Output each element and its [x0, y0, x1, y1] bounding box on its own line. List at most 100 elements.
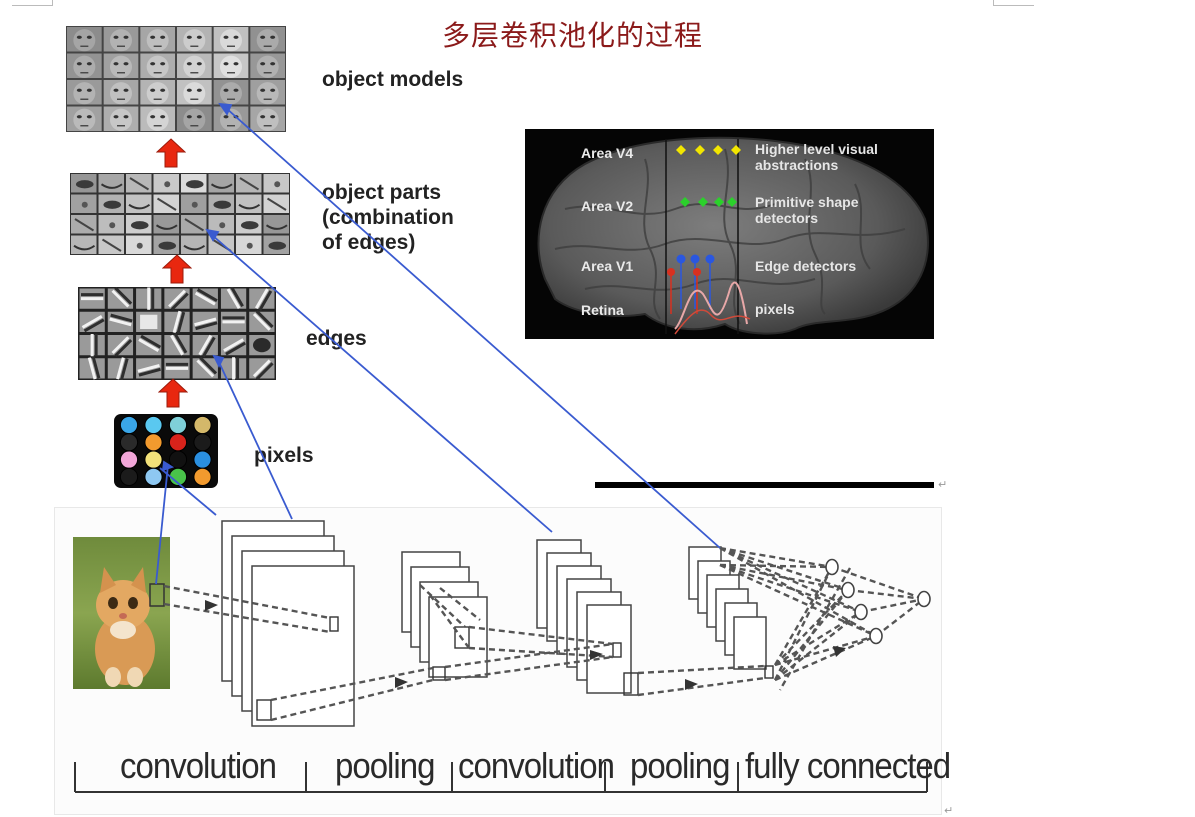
edge-bar-light [194, 317, 217, 327]
edge-bar-dark [91, 356, 101, 379]
face-eye [123, 88, 129, 92]
part-edge [239, 177, 260, 191]
dashed-connector [637, 664, 766, 675]
edge-bar-dark [110, 313, 133, 323]
face-eye [150, 115, 156, 119]
pixels-grid [114, 414, 218, 488]
dashed-connector [419, 584, 466, 628]
receptive-field-on-cat [149, 583, 165, 607]
part-eye [103, 200, 122, 209]
part-dot [136, 242, 143, 249]
brain-area-v1: Area V1 [581, 258, 634, 274]
face-oval [73, 55, 96, 78]
layer-label-object-models: object models [322, 68, 464, 91]
part-edge [266, 197, 287, 211]
face-eye [86, 88, 92, 92]
edge-bar-light [172, 310, 182, 334]
part-curve [155, 224, 178, 230]
face-oval [73, 108, 96, 131]
v4-node-icon [713, 145, 723, 155]
face-eye [270, 62, 276, 66]
v4-node-icon [676, 145, 686, 155]
part-dot [81, 201, 88, 208]
page-corner-top-left [12, 0, 53, 6]
cat-photo [73, 537, 170, 689]
face-oval [256, 82, 279, 105]
object-parts-image [70, 173, 290, 255]
edge-bar-dark [83, 318, 105, 333]
layer-connector [225, 107, 721, 549]
dashed-connector [163, 602, 331, 634]
dashed-connector [270, 678, 434, 722]
part-eye [75, 180, 94, 189]
part-tile [126, 194, 152, 213]
stage-label-convolution-1: convolution [120, 745, 277, 786]
face-eye [223, 115, 229, 119]
brain-desc-v4-line2: abstractions [755, 157, 839, 173]
face-eye [123, 115, 129, 119]
face-oval [73, 29, 96, 52]
edge-bar-light [111, 289, 130, 308]
face-eye [160, 62, 166, 66]
edge-bar-light [170, 334, 184, 356]
dashed-connector [774, 610, 862, 667]
face-eye [260, 62, 266, 66]
dashed-connector [774, 634, 877, 682]
face-oval [220, 82, 242, 105]
part-dot [219, 222, 226, 229]
face-eye [160, 88, 166, 92]
face-oval [110, 82, 132, 105]
pixel-dot [144, 467, 163, 487]
edge-bar-dark [176, 311, 186, 335]
layer-label-pixels: pixels [254, 444, 314, 467]
edge-bar-dark [225, 341, 246, 356]
face-eye [223, 35, 229, 39]
edge-bar-light [198, 334, 213, 356]
dashed-connector [163, 584, 331, 620]
face-eye [196, 62, 202, 66]
face-eye [233, 35, 239, 39]
part-curve [265, 224, 288, 230]
dashed-connector [831, 565, 925, 601]
dashed-connector [773, 566, 834, 681]
brain-desc-retina: pixels [755, 301, 795, 317]
conv1-kernel [329, 616, 339, 632]
arrowhead-icon [205, 600, 218, 611]
arrowhead-icon [218, 102, 233, 116]
dashed-connector [875, 598, 925, 637]
arrow-up-icon [158, 378, 188, 408]
dashed-connector [270, 666, 434, 702]
face-oval [110, 29, 132, 52]
v2-node-icon [727, 197, 737, 207]
edge-bar-light [252, 312, 271, 331]
brain-desc-v4: Higher level visual abstractions [755, 141, 878, 173]
layer-label-edges: edges [306, 327, 367, 350]
edge-bar-dark [255, 310, 274, 328]
face-eye [223, 62, 229, 66]
v1-node-icon [676, 254, 686, 264]
dashed-connector [637, 676, 766, 697]
layer-label-object-parts: object parts (combination of edges) [322, 180, 454, 255]
face-oval [183, 82, 206, 105]
conv2-kernel [612, 642, 622, 658]
face-eye [113, 115, 119, 119]
part-tile [208, 174, 234, 193]
stage-label-pooling-2: pooling [630, 745, 730, 786]
face-oval [256, 55, 279, 78]
face-eye [223, 88, 229, 92]
stage-bracket [74, 762, 928, 793]
edge-bar-light [196, 359, 215, 378]
part-dot [191, 201, 198, 208]
brain-image: Area V4 Area V2 Area V1 Retina Higher le… [525, 129, 934, 339]
edge-blob [253, 338, 271, 353]
dashed-connector [774, 634, 877, 667]
face-oval [220, 108, 242, 131]
face-eye [196, 115, 202, 119]
face-eye [260, 88, 266, 92]
edge-bar-dark [199, 356, 218, 375]
face-eye [86, 115, 92, 119]
edge-bar-dark [201, 336, 216, 358]
edge-bar-light [81, 315, 103, 329]
brain-desc-v2-line2: detectors [755, 210, 819, 226]
